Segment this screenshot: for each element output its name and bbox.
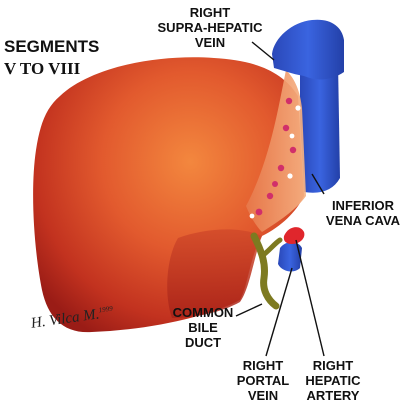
label-line: ARTERY [306, 388, 360, 403]
right-portal-vein [278, 242, 302, 272]
label-line: SUPRA-HEPATIC [157, 20, 263, 35]
label-line: VENA CAVA [325, 213, 401, 228]
segment-dot [289, 146, 297, 154]
segment-dot [272, 181, 278, 187]
label-line: RIGHT [242, 358, 284, 373]
segment-dot [289, 133, 295, 139]
segment-dot [285, 97, 293, 105]
common-bile-duct [250, 232, 280, 310]
label-right-hepatic-artery: RIGHT HEPATIC ARTERY [298, 358, 368, 403]
lower-segment [167, 229, 262, 318]
segment-dot [255, 208, 263, 216]
label-right-supra-hepatic-vein: RIGHT SUPRA-HEPATIC VEIN [150, 5, 270, 50]
segment-dot [287, 173, 293, 179]
signature-year: 1999 [98, 304, 114, 315]
label-line: DUCT [184, 335, 222, 350]
label-line: VEIN [247, 388, 279, 403]
diagram-title: SEGMENTS V TO VIII [4, 36, 99, 80]
label-line: PORTAL [236, 373, 290, 388]
leader-hepatic-artery [295, 239, 325, 357]
leader-vena-cava [311, 173, 325, 195]
segment-dot [295, 105, 301, 111]
segment-dots [249, 97, 301, 219]
leader-bile-duct [235, 303, 263, 317]
label-line: BILE [188, 320, 218, 335]
visceral-face [246, 70, 306, 232]
right-supra-hepatic-vein [272, 19, 344, 80]
title-line-1: SEGMENTS [4, 37, 100, 56]
label-right-portal-vein: RIGHT PORTAL VEIN [228, 358, 298, 403]
leader-supra-hepatic [251, 41, 275, 61]
title-line-2: V TO VIII [4, 59, 81, 78]
segment-dot [266, 192, 274, 200]
inferior-vena-cava [300, 62, 340, 193]
label-line: COMMON [172, 305, 234, 320]
label-line: RIGHT [312, 358, 354, 373]
label-inferior-vena-cava: INFERIOR VENA CAVA [318, 198, 408, 228]
label-common-bile-duct: COMMON BILE DUCT [166, 305, 240, 350]
label-line: RIGHT [189, 5, 231, 20]
leader-portal-vein [265, 267, 293, 357]
segment-dot [277, 164, 285, 172]
label-line: INFERIOR [331, 198, 395, 213]
right-hepatic-artery [283, 227, 305, 244]
leader-lines [235, 41, 325, 357]
label-line: VEIN [194, 35, 226, 50]
segment-dot [249, 213, 255, 219]
bile-duct-branch [259, 237, 283, 259]
segment-dot [282, 124, 290, 132]
label-line: HEPATIC [305, 373, 361, 388]
